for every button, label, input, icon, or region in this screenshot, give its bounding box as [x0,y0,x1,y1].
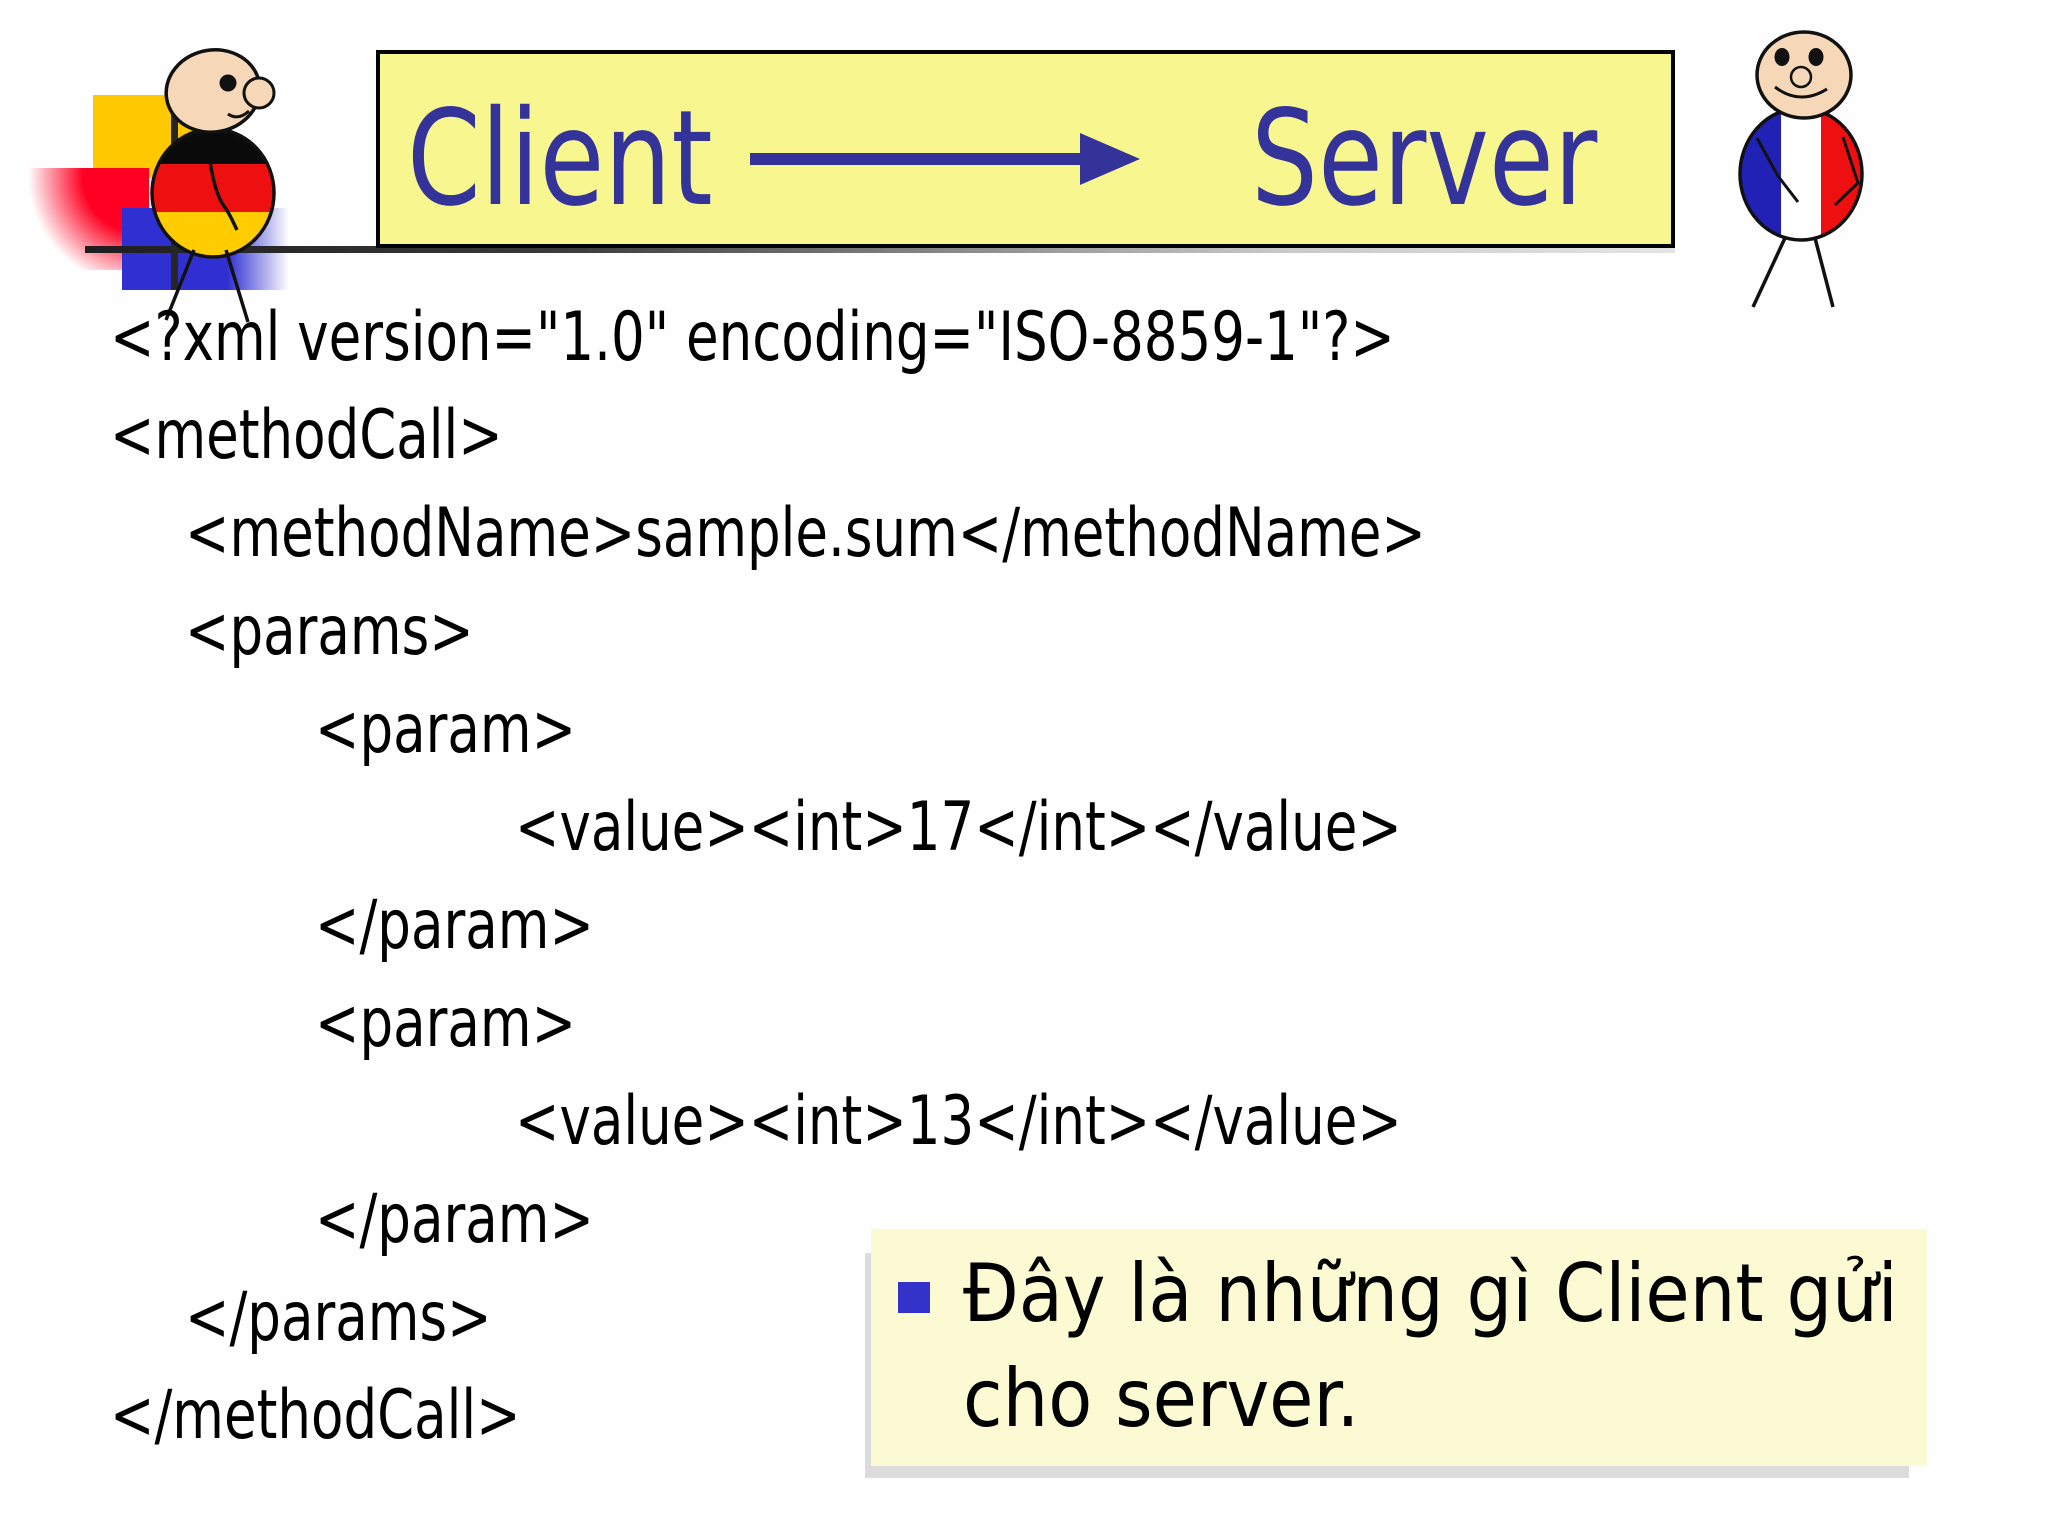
xml-line: </param> [315,1179,594,1259]
server-arm-left [1755,137,1800,203]
server-mouth [1774,85,1828,99]
xml-line: <value><int>17</int></value> [515,787,1402,867]
title-banner: Client Server [376,50,1675,248]
bullet-icon [898,1282,930,1313]
note-callout: Đây là những gì Client gửi cho server. [871,1229,1927,1466]
note-text: Đây là những gì Client gửi cho server. [963,1247,1898,1445]
server-nose [1789,65,1813,89]
server-arm-right [1833,136,1860,207]
xml-code-block: <?xml version="1.0" encoding="ISO-8859-1… [110,288,1776,1464]
server-leg-left [1751,237,1787,308]
xml-line: <?xml version="1.0" encoding="ISO-8859-1… [110,297,1395,377]
right-arrow-icon [750,133,1140,185]
xml-line: <param> [315,983,577,1063]
client-leg-right [224,249,250,323]
xml-line: </params> [185,1277,492,1357]
server-label: Server [1251,82,1598,236]
horizontal-rule-decoration [85,246,1675,253]
server-figure [1738,30,1864,308]
xml-line: <methodCall> [110,395,503,475]
xml-line: <param> [315,689,577,769]
client-label: Client [407,82,713,236]
server-leg-right [1813,237,1835,308]
xml-line: </param> [315,885,594,965]
client-arm [208,161,239,231]
xml-line: <value><int>13</int></value> [515,1081,1402,1161]
client-leg-left [164,249,196,321]
client-figure [150,48,276,323]
xml-line: <methodName>sample.sum</methodName> [185,493,1426,573]
client-mouth [227,109,251,119]
client-eye [219,74,237,92]
server-eye-right [1808,48,1824,66]
client-nose [242,76,276,110]
server-eye-left [1774,48,1790,66]
xml-line: </methodCall> [110,1375,521,1455]
german-flag-body [150,127,276,259]
french-flag-body [1738,106,1864,242]
xml-line: <params> [185,591,474,671]
